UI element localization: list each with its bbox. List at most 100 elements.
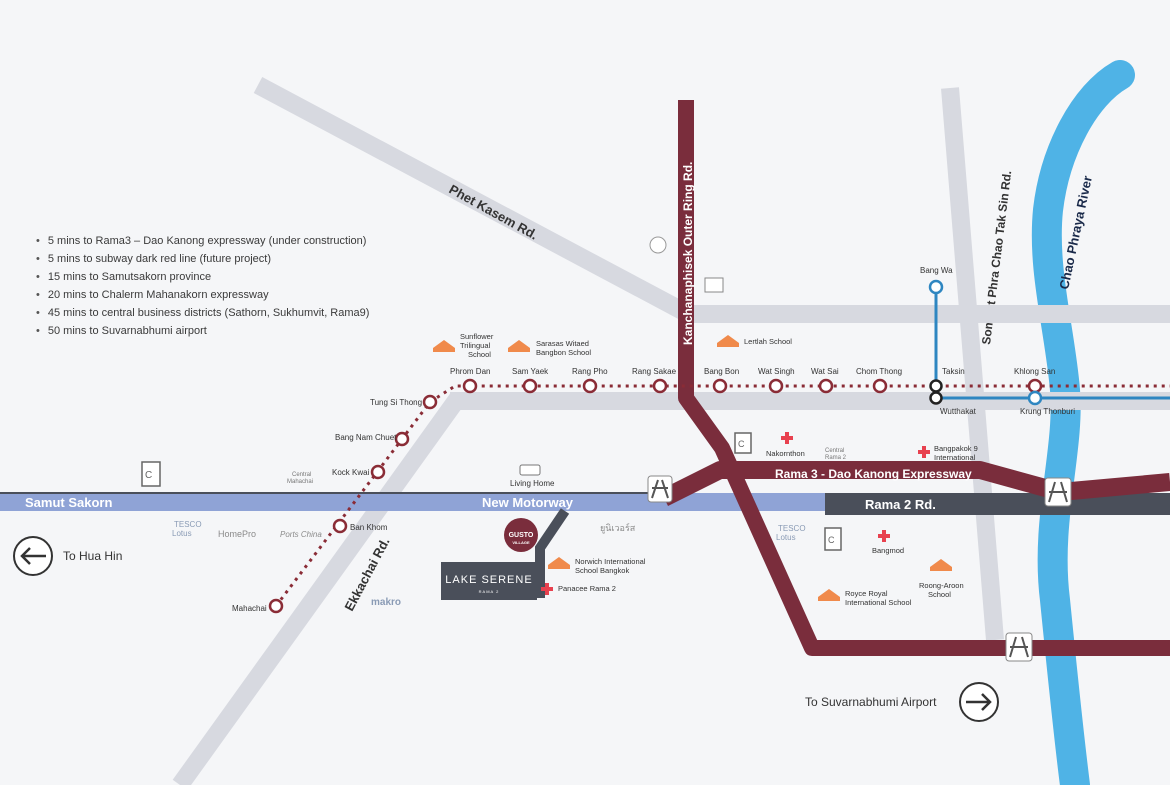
label-phrom-dan: Phrom Dan <box>450 367 490 376</box>
note: 20 mins to Chalerm Mahanakorn expressway <box>36 286 369 304</box>
gusto-village-logo <box>504 518 538 552</box>
svg-text:C: C <box>145 470 152 481</box>
note: 45 mins to central business districts (S… <box>36 304 370 322</box>
outer-ring-road <box>678 100 1170 656</box>
station-rang-pho[interactable] <box>582 378 598 394</box>
blue-stations <box>928 279 1043 406</box>
expressway-icon <box>647 475 673 503</box>
interchange-taksin[interactable] <box>929 379 943 405</box>
station-tung-si-thong[interactable] <box>422 394 438 410</box>
expressway-icon <box>1044 477 1072 507</box>
label-wat-singh: Wat Singh <box>758 367 795 376</box>
shop-icon <box>519 464 541 476</box>
lake-serene-logo <box>441 562 537 600</box>
station-krung-thonburi[interactable] <box>1027 390 1043 406</box>
school-icon <box>717 335 739 347</box>
label-bang-wa: Bang Wa <box>920 266 953 275</box>
station-chom-thong[interactable] <box>872 378 888 394</box>
phet-kasem-label: Phet Kasem Rd. <box>447 182 541 243</box>
hospital-markers <box>541 432 930 595</box>
somdet-road <box>941 87 1004 641</box>
note: 50 mins to Suvarnabhumi airport <box>36 322 369 340</box>
label-kock-kwai: Kock Kwai <box>332 468 370 477</box>
samut-sakorn-label: Samut Sakorn <box>25 495 112 510</box>
upper-east-road <box>690 305 1170 323</box>
school-icon <box>548 557 570 569</box>
living-home-label: Living Home <box>510 479 555 488</box>
makro-logo: makro <box>371 597 401 608</box>
label-tung-si-thong: Tung Si Thong <box>370 398 422 407</box>
school-lertlah: Lertlah School <box>744 337 792 346</box>
label-wat-sai: Wat Sai <box>811 367 839 376</box>
to-suvarnabhumi: To Suvarnabhumi Airport <box>805 682 999 722</box>
suvarnabhumi-label: To Suvarnabhumi Airport <box>805 695 937 709</box>
amenity-notes: 5 mins to Rama3 – Dao Kanong expressway … <box>36 232 370 340</box>
new-motorway-label: New Motorway <box>482 495 574 510</box>
school-icon <box>930 559 952 571</box>
label-wutthakat: Wutthakat <box>940 407 977 416</box>
shopping-icon <box>704 277 724 293</box>
label-chom-thong: Chom Thong <box>856 367 902 376</box>
school-icon <box>818 589 840 601</box>
note: 5 mins to Rama3 – Dao Kanong expressway … <box>36 232 369 250</box>
shopping-icon <box>649 236 667 254</box>
ports-logo: Ports China <box>280 530 322 539</box>
label-krung: Krung Thonburi <box>1020 407 1075 416</box>
svg-text:C: C <box>738 439 745 449</box>
hospital-icon <box>918 446 930 458</box>
to-hua-hin: To Hua Hin <box>13 536 122 576</box>
station-rang-sakae[interactable] <box>652 378 668 394</box>
station-ban-khom[interactable] <box>332 518 348 534</box>
label-rang-pho: Rang Pho <box>572 367 608 376</box>
hua-hin-label: To Hua Hin <box>63 549 122 563</box>
homepro-logo: HomePro <box>218 529 256 539</box>
dark-red-line <box>274 384 1170 607</box>
rama3-expressway <box>659 461 1170 507</box>
thai-logo: ยูนิเวอร์ส <box>600 522 636 534</box>
station-bang-nam-chuet[interactable] <box>394 431 410 447</box>
station-phrom-dan[interactable] <box>462 378 478 394</box>
rama2-label: Rama 2 Rd. <box>865 497 936 512</box>
label-bang-bon: Bang Bon <box>704 367 739 376</box>
hospital-panacee: Panacee Rama 2 <box>558 584 616 593</box>
shopping-icon <box>141 461 161 487</box>
station-sam-yaek[interactable] <box>522 378 538 394</box>
shopping-icon <box>824 527 842 551</box>
station-bang-bon[interactable] <box>712 378 728 394</box>
school-markers <box>433 335 952 601</box>
label-ban-khom: Ban Khom <box>350 523 388 532</box>
label-taksin: Taksin <box>942 367 965 376</box>
station-khlong-san[interactable] <box>1027 378 1043 394</box>
station-kock-kwai[interactable] <box>370 464 386 480</box>
station-wat-sai[interactable] <box>818 378 834 394</box>
shopping-icon <box>734 432 752 454</box>
school-icon <box>433 340 455 352</box>
outer-ring-label: Kanchanaphisek Outer Ring Rd. <box>681 162 695 345</box>
ekkachai-road <box>172 392 466 785</box>
station-mahachai[interactable] <box>268 598 284 614</box>
svg-text:C: C <box>828 535 835 545</box>
hospital-icon <box>878 530 890 542</box>
school-icon <box>508 340 530 352</box>
note: 5 mins to subway dark red line (future p… <box>36 250 369 268</box>
station-bang-wa[interactable] <box>928 279 944 295</box>
label-sam-yaek: Sam Yaek <box>512 367 549 376</box>
expressway-icon <box>1005 632 1033 662</box>
station-wat-singh[interactable] <box>768 378 784 394</box>
label-rang-sakae: Rang Sakae <box>632 367 677 376</box>
label-mahachai: Mahachai <box>232 604 267 613</box>
station-labels: Mahachai Ban Khom Kock Kwai Bang Nam Chu… <box>232 266 1075 613</box>
